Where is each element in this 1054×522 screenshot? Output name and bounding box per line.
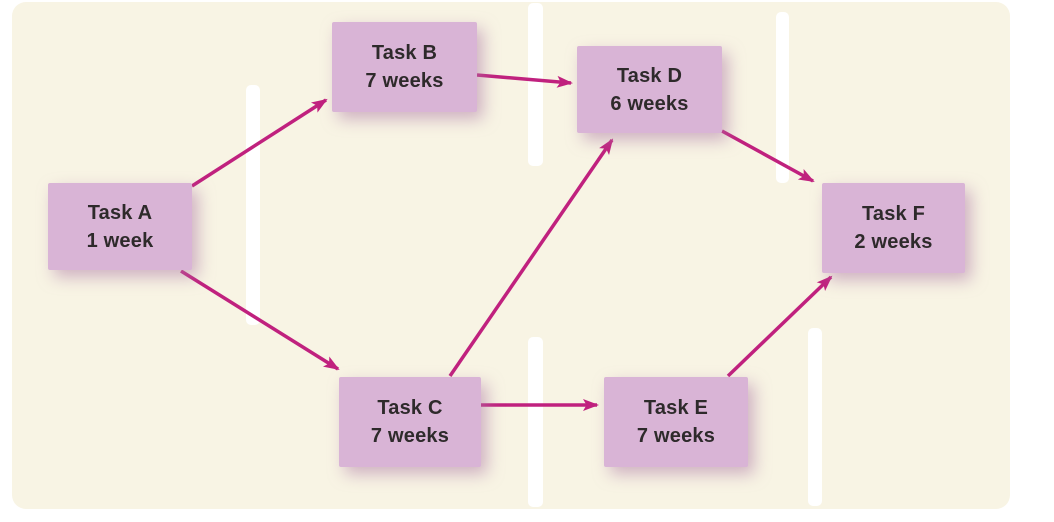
task-node-e: Task E 7 weeks <box>604 377 748 467</box>
arrow-C-to-D <box>448 138 614 377</box>
page-gap-stripe <box>528 337 543 507</box>
arrow-D-to-F <box>721 129 815 183</box>
task-node-f: Task F 2 weeks <box>822 183 965 273</box>
task-node-b: Task B 7 weeks <box>332 22 477 112</box>
task-node-a: Task A 1 week <box>48 183 192 270</box>
page-gap-stripe <box>528 3 543 166</box>
task-duration: 1 week <box>86 229 154 252</box>
arrow-B-to-D <box>476 73 573 88</box>
arrow-A-to-C <box>180 269 340 371</box>
task-duration: 7 weeks <box>365 70 444 92</box>
task-duration: 7 weeks <box>370 425 450 447</box>
task-name: Task C <box>377 397 443 419</box>
task-node-d: Task D 6 weeks <box>577 46 722 133</box>
arrow-E-to-F <box>726 275 833 378</box>
page-gap-stripe <box>808 328 822 506</box>
task-name: Task F <box>861 203 926 225</box>
task-name: Task D <box>616 64 683 87</box>
task-duration: 6 weeks <box>610 92 689 115</box>
task-name: Task E <box>643 397 709 419</box>
task-name: Task A <box>87 201 153 224</box>
page-gap-stripe <box>776 12 789 183</box>
task-duration: 7 weeks <box>636 425 716 447</box>
arrow-A-to-B <box>191 98 328 188</box>
task-duration: 2 weeks <box>854 231 933 253</box>
task-node-c: Task C 7 weeks <box>339 377 481 467</box>
task-name: Task B <box>371 42 438 64</box>
